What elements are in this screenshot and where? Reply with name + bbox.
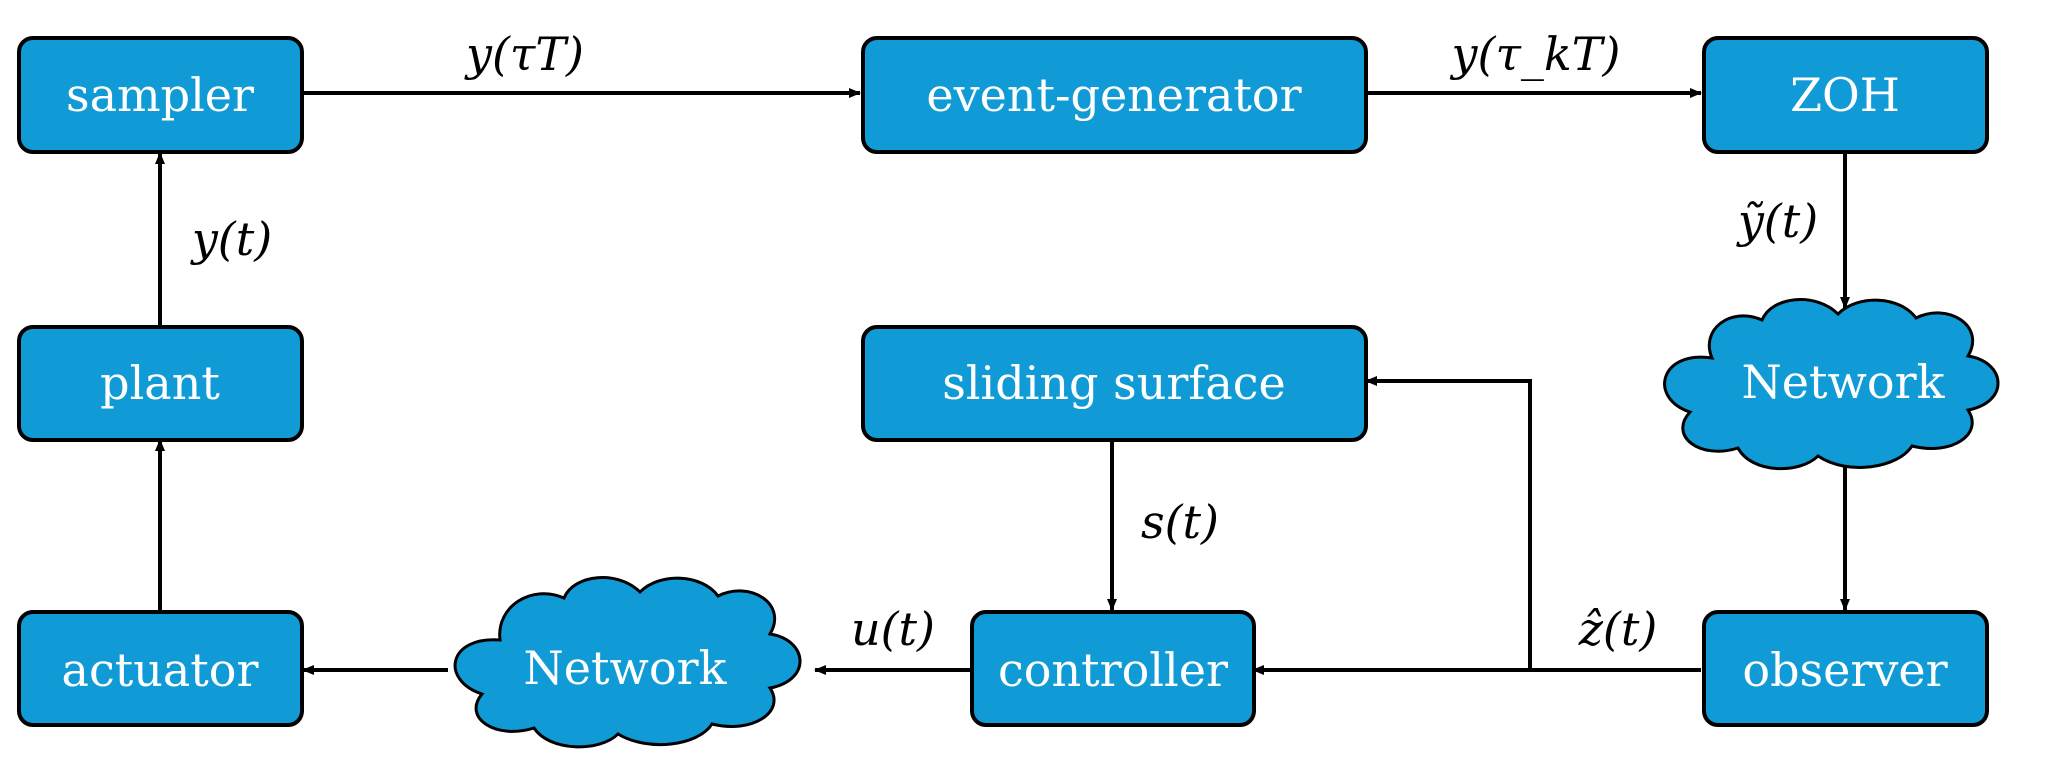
zoh-label: ZOH xyxy=(1790,68,1900,122)
actuator-label: actuator xyxy=(62,643,259,697)
signal-label-y-tilde-t: ỹ(t) xyxy=(1736,194,1818,248)
signal-label-y-tauk-T: y(τ_kT) xyxy=(1450,27,1621,81)
signal-label-z-hat-t: ẑ(t) xyxy=(1578,602,1658,656)
actuator-block: actuator xyxy=(17,610,304,727)
zoh-block: ZOH xyxy=(1702,36,1989,154)
observer-label: observer xyxy=(1742,643,1947,697)
event-generator-label: event-generator xyxy=(926,68,1301,122)
signal-label-y-tau-T: y(τT) xyxy=(464,27,584,81)
sampler-block: sampler xyxy=(17,36,304,154)
signal-label-y-t: y(t) xyxy=(190,212,272,266)
controller-label: controller xyxy=(998,643,1228,697)
sliding-surface-label: sliding surface xyxy=(942,356,1286,410)
sliding-surface-block: sliding surface xyxy=(861,325,1368,442)
plant-block: plant xyxy=(17,325,304,442)
observer-block: observer xyxy=(1702,610,1989,727)
network-right-label: Network xyxy=(1742,355,1946,409)
network-cloud-right: Network xyxy=(1663,298,2000,471)
arrow-observer-to-sliding-surface xyxy=(1365,376,1532,670)
connections xyxy=(155,88,1850,675)
network-cloud-bottom: Network xyxy=(453,576,802,749)
network-bottom-label: Network xyxy=(524,641,728,695)
sampler-label: sampler xyxy=(66,68,254,122)
signal-label-u-t: u(t) xyxy=(851,602,935,656)
event-generator-block: event-generator xyxy=(861,36,1368,154)
plant-label: plant xyxy=(100,356,220,410)
signal-label-s-t: s(t) xyxy=(1141,495,1219,549)
controller-block: controller xyxy=(970,610,1256,727)
